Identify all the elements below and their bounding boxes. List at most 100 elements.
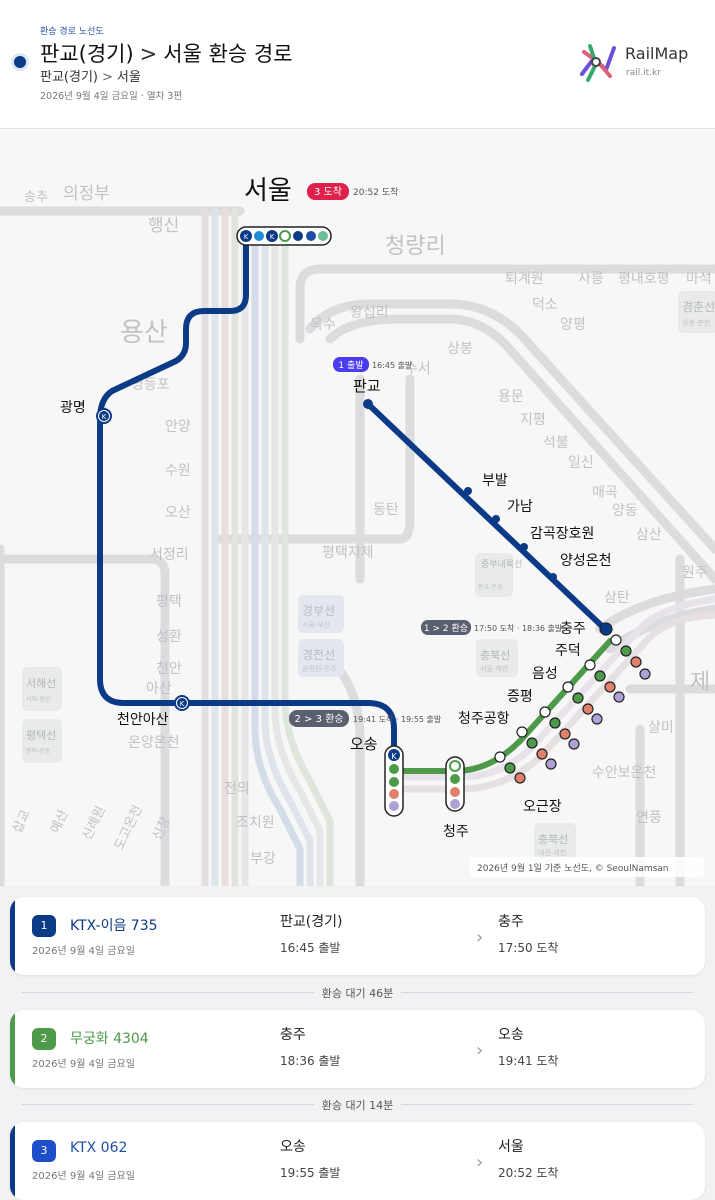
train-name: KTX 062: [70, 1140, 128, 1156]
line-box-sub: 평택-안중: [26, 747, 51, 755]
leg-card-2[interactable]: 2 무궁화 4304 2026년 9월 4일 금요일 충주 18:36 출발 ›…: [10, 1010, 705, 1088]
leg-departure: 18:36 출발: [280, 1054, 341, 1068]
trip-meta: 2026년 9월 4일 금요일 · 열차 3편: [40, 91, 183, 102]
destination-badge-text: 3 도착: [314, 186, 342, 198]
osong-station-stack[interactable]: K: [384, 745, 404, 817]
bg-label: 의정부: [63, 184, 110, 204]
bg-label: 온양온천: [128, 735, 180, 751]
bg-label: 행신: [148, 216, 179, 236]
chevron-right-icon: ›: [476, 1040, 484, 1061]
leg-to: 오송: [498, 1027, 524, 1043]
leg-number: 2: [32, 1028, 56, 1050]
station-label: 오송: [350, 735, 378, 753]
breadcrumb: 판교(경기)>서울: [40, 66, 141, 85]
bg-label: 용산: [120, 318, 168, 348]
transfer2-badge-text: 2 > 3 환승: [294, 713, 343, 725]
route-map[interactable]: 의정부 송추 행신 청량리 용산 퇴계원 사릉 평내호평 마석 옥수 왕십리 덕…: [0, 129, 715, 886]
station-label: 부발: [482, 473, 508, 489]
location-dot-icon: [14, 56, 26, 68]
leg-from: 판교(경기): [280, 914, 343, 930]
origin-label: 판교: [353, 377, 381, 395]
route-map-svg: 의정부 송추 행신 청량리 용산 퇴계원 사릉 평내호평 마석 옥수 왕십리 덕…: [0, 176, 715, 886]
cheonan-asan-marker[interactable]: K: [174, 695, 190, 711]
origin-time: 16:45 출발: [372, 360, 413, 370]
bg-label: 부강: [250, 851, 276, 867]
bg-label: 용문: [498, 389, 524, 405]
route-labels: 서울 판교 광명 천안아산 오송 충주 부발 가남 감곡장호원 양성온천 주덕 …: [60, 176, 612, 840]
bg-label: 마석: [686, 271, 712, 287]
svg-text:K: K: [180, 700, 185, 708]
line-box-name: 중부내륙선: [481, 559, 522, 570]
station-label: 천안아산: [117, 712, 169, 728]
bg-label: 삽교: [10, 808, 34, 836]
bg-label: 제: [690, 670, 710, 695]
breadcrumb-arrow: >: [101, 70, 113, 85]
line-box-sub: 삼랑진-진주: [302, 664, 337, 673]
bg-label: 천안: [156, 661, 182, 677]
route-leg-1: [365, 401, 608, 632]
header-kicker: 환승 경로 노선도: [40, 27, 104, 37]
leg-card-3[interactable]: 3 KTX 062 2026년 9월 4일 금요일 오송 19:55 출발 › …: [10, 1122, 705, 1200]
bg-label: 일신: [568, 455, 594, 471]
line-box-sub: 서해-홍성: [26, 695, 50, 703]
bg-label: 사릉: [578, 271, 604, 287]
svg-text:K: K: [244, 233, 249, 241]
leg-number: 1: [32, 915, 56, 937]
leg-color-bar: [10, 1122, 15, 1200]
destination-label: 서울: [244, 176, 292, 206]
bg-label: 양동: [612, 503, 638, 519]
line-box-name: 경춘선: [682, 300, 715, 314]
route-leg-3: [97, 233, 397, 772]
destination-time: 20:52 도착: [353, 187, 398, 198]
transfer-wait-1: 환승 대기 46분: [22, 985, 693, 1001]
leg-color-bar: [10, 897, 15, 975]
leg-card-1[interactable]: 1 KTX-이음 735 2026년 9월 4일 금요일 판교(경기) 16:4…: [10, 897, 705, 975]
bg-label: 조치원: [236, 815, 275, 831]
station-label: 증평: [507, 689, 533, 705]
brand-name: RailMap: [625, 44, 689, 63]
station-label: 오근장: [523, 799, 562, 815]
origin-badge: 1 출발 16:45 출발: [333, 357, 413, 372]
leg-date: 2026년 9월 4일 금요일: [32, 946, 135, 957]
leg-arrival: 17:50 도착: [498, 941, 559, 955]
seoul-station-stack[interactable]: K K: [236, 226, 332, 246]
line-box-name: 서해선: [26, 676, 56, 690]
cheongju-station-stack[interactable]: [445, 756, 465, 812]
transfer1-time: 17:50 도착 · 18:36 출발: [474, 623, 563, 633]
station-label: 가남: [507, 499, 533, 515]
bg-label: 도고온천: [112, 803, 146, 853]
transfer1-badge-text: 1 > 2 환승: [424, 622, 468, 634]
page-title: 판교(경기)>서울 환승 경로: [40, 38, 293, 68]
line-box-name: 충북선: [538, 833, 568, 846]
gwangmyeong-marker[interactable]: K: [96, 408, 112, 424]
leg-arrival: 19:41 도착: [498, 1054, 559, 1068]
train-name: 무궁화 4304: [70, 1031, 149, 1047]
station-label: 감곡장호원: [530, 526, 594, 542]
leg1-stations: [363, 399, 557, 581]
line-box-sub: 서울-부산: [302, 620, 331, 629]
bg-label: 석불: [543, 435, 569, 451]
transfer2-time: 19:41 도착 · 19:55 출발: [353, 714, 442, 724]
bg-label: 평내호평: [618, 271, 670, 287]
brand-logo[interactable]: RailMap rail.it.kr: [576, 40, 696, 90]
bg-label: 전의: [224, 781, 250, 797]
bg-label: 지평: [520, 412, 546, 428]
station-label: 광명: [60, 400, 86, 416]
station-label: 음성: [532, 666, 558, 682]
line-box-sub: 상봉-춘천: [682, 318, 710, 327]
bg-label: 옥수: [310, 317, 336, 333]
leg-departure: 19:55 출발: [280, 1166, 341, 1180]
leg-date: 2026년 9월 4일 금요일: [32, 1059, 135, 1070]
bg-label: 연풍: [636, 810, 662, 826]
line-boxes: 경춘선 상봉-춘천 중부내륙선 판교-문경 경부선 서울-부산 경전선 삼랑진-…: [22, 291, 715, 861]
bg-label: 상봉: [447, 341, 473, 357]
bg-label: 수원: [165, 463, 191, 479]
chevron-right-icon: ›: [476, 927, 484, 948]
leg-number: 3: [32, 1140, 56, 1162]
bg-label: 동탄: [373, 502, 399, 518]
line-box-name: 경부선: [302, 604, 335, 618]
bg-label: 수서: [405, 361, 431, 377]
leg-date: 2026년 9월 4일 금요일: [32, 1171, 135, 1182]
bg-label: 신창: [150, 815, 174, 843]
leg-color-bar: [10, 1010, 15, 1088]
